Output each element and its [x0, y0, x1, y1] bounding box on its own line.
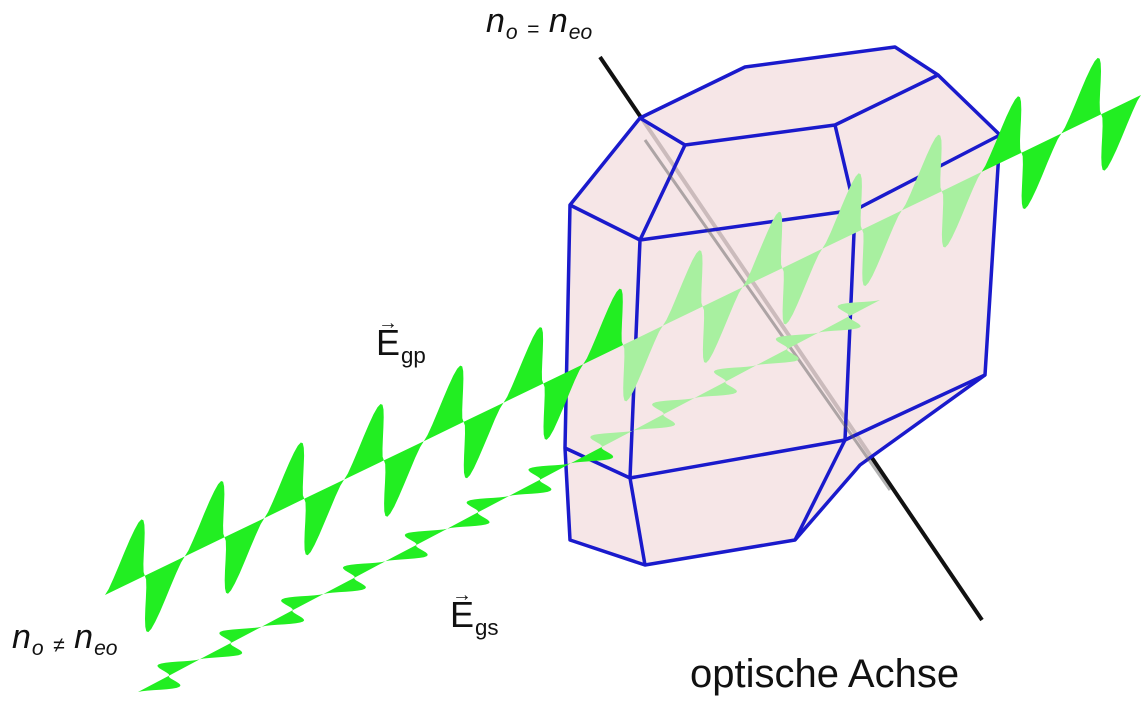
label-bottom-index-unequal: no ≠ neo: [12, 618, 118, 661]
n-o-subscript: o: [505, 21, 518, 45]
wave-lobe: [862, 210, 902, 286]
wave-lobe: [466, 496, 509, 513]
wave-lobe: [652, 398, 695, 415]
n-eo-symbol: n: [548, 2, 568, 40]
n-eo-symbol: n: [74, 618, 94, 656]
wave-lobe: [281, 594, 324, 611]
equals-sign: =: [527, 18, 540, 42]
optical-axis-through: [643, 139, 892, 491]
not-equal-sign: ≠: [53, 634, 65, 658]
wave-lobe: [694, 381, 737, 398]
label-e-gs: →Egs: [450, 585, 499, 641]
wave-lobe: [782, 248, 823, 325]
crystal-edges: [563, 45, 1002, 567]
wave-lobe: [1101, 95, 1141, 171]
wave-lobe: [509, 479, 552, 496]
wave-lobe: [344, 404, 384, 480]
wave-lobe: [818, 316, 861, 333]
wave-lobe: [901, 134, 942, 211]
wave-lobe: [463, 402, 504, 479]
wave-lobe: [1021, 133, 1062, 209]
e-field-symbol: E: [376, 322, 401, 363]
vector-arrow-icon: →: [452, 583, 472, 606]
n-o-symbol: n: [12, 618, 31, 656]
wave-lobe: [543, 364, 584, 440]
wave-lobe: [447, 512, 490, 529]
wave-lobe: [423, 365, 464, 442]
label-e-gp: →Egp: [376, 313, 426, 369]
wave-lobe: [632, 414, 676, 431]
wave-lobe: [105, 519, 145, 595]
wave-egs: [138, 300, 880, 692]
wave-lobe: [702, 287, 743, 363]
wave-lobe: [981, 96, 1022, 172]
label-optical-axis: optische Achse: [690, 652, 960, 696]
wave-lobe: [342, 561, 386, 578]
wave-lobe: [742, 211, 783, 288]
vector-arrow-icon: →: [378, 311, 398, 334]
e-field-subscript: gp: [401, 342, 426, 368]
wave-lobe: [662, 250, 703, 326]
n-eo-subscript: eo: [568, 21, 593, 45]
e-field-subscript: gs: [475, 614, 499, 640]
wave-lobe: [837, 300, 880, 317]
wave-lobe: [775, 332, 819, 349]
wave-lobe: [1061, 57, 1102, 134]
wave-lobe: [224, 518, 265, 594]
wave-lobe: [219, 626, 262, 643]
crystal: [563, 45, 1002, 567]
wave-lobe: [528, 463, 571, 480]
wave-lobe: [157, 659, 200, 676]
wave-lobe: [503, 327, 544, 403]
wave-lobe: [323, 577, 366, 594]
wave-lobe: [583, 288, 623, 365]
wave-lobe: [383, 441, 424, 517]
wave-lobe: [144, 556, 185, 633]
wave-lobe: [822, 173, 863, 249]
wave-lobe: [199, 643, 243, 660]
wave-lobe: [184, 481, 225, 557]
wave-lobe: [756, 349, 799, 366]
wave-lobe: [570, 447, 614, 464]
n-o-subscript: o: [31, 637, 44, 661]
wave-lobe: [941, 171, 982, 248]
wave-lobe: [304, 479, 345, 556]
n-eo-subscript: eo: [94, 637, 118, 661]
n-o-symbol: n: [486, 2, 505, 40]
e-field-symbol: E: [450, 594, 475, 635]
wave-lobe: [138, 675, 181, 692]
label-top-index-equal: no = neo: [486, 2, 592, 45]
wave-lobe: [385, 545, 428, 562]
wave-lobe: [404, 528, 448, 545]
wave-lobe: [264, 442, 305, 519]
wave-egp: [105, 57, 1141, 633]
wave-lobe: [623, 325, 663, 402]
crystal-silhouette: [565, 47, 1000, 565]
wave-lobe: [261, 610, 305, 627]
wave-lobe: [590, 430, 633, 447]
wave-lobe: [713, 365, 757, 382]
